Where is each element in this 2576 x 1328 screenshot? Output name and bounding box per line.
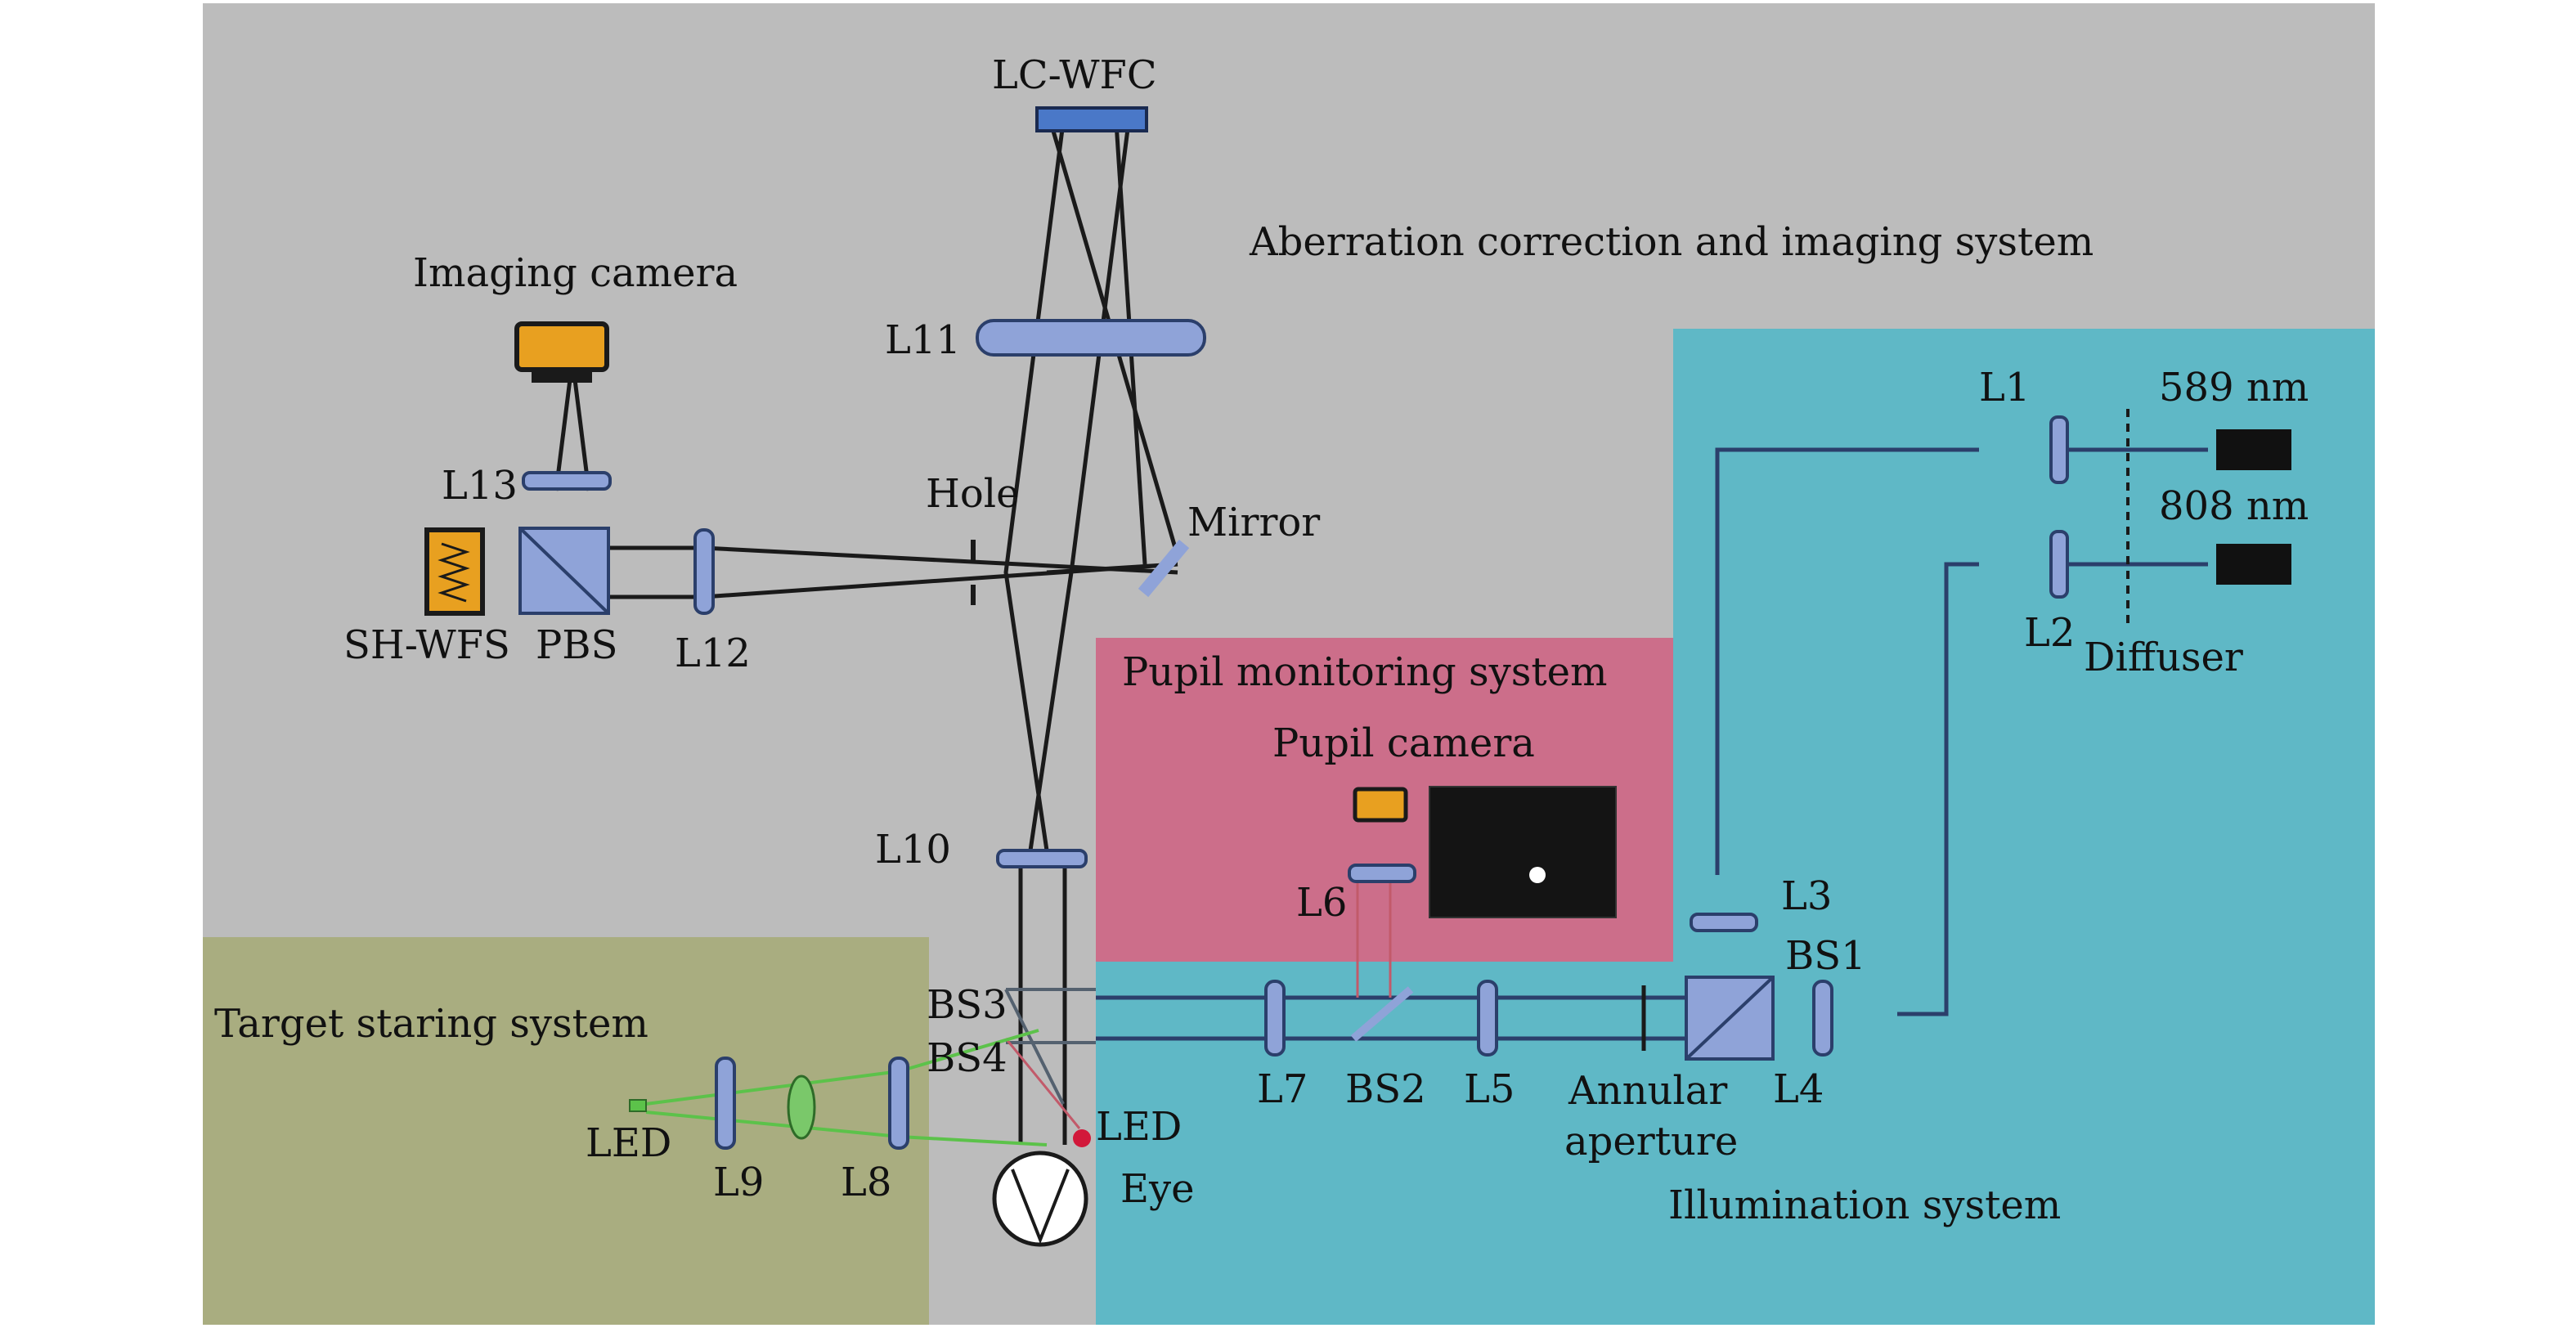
l5-lens <box>1477 980 1498 1057</box>
l8-lens <box>888 1057 909 1150</box>
sh-wfs-lenslets <box>438 542 470 603</box>
led-target-label: LED <box>586 1120 671 1166</box>
l12-label: L12 <box>675 630 751 676</box>
mirror-label: Mirror <box>1187 500 1320 545</box>
led-eye-label: LED <box>1096 1104 1182 1150</box>
illumination-region-lower <box>1096 962 1676 1325</box>
imaging-camera-lens <box>532 370 592 383</box>
hole-label: Hole <box>926 471 1020 517</box>
target-rays <box>645 1029 1048 1146</box>
bs3-label: BS3 <box>927 982 1008 1028</box>
annular-aperture-label-1: Annular <box>1568 1068 1727 1114</box>
pbs-diagonal <box>518 527 610 615</box>
target-system-title: Target staring system <box>214 1001 648 1047</box>
pupil-image-spot <box>1529 867 1546 883</box>
l8-label: L8 <box>841 1160 891 1205</box>
bs2-splitter <box>1350 986 1414 1042</box>
diffuser-label: Diffuser <box>2084 635 2243 680</box>
l3-label: L3 <box>1781 873 1832 919</box>
l1-lens <box>2049 415 2069 484</box>
l6-label: L6 <box>1296 880 1347 926</box>
l2-label: L2 <box>2024 610 2075 656</box>
eye-lens-lines <box>1011 1169 1070 1245</box>
l12-lens <box>693 528 715 615</box>
imaging-camera-label: Imaging camera <box>413 250 738 296</box>
l4-lens <box>1812 980 1833 1057</box>
lc-wfc-element <box>1035 106 1148 132</box>
illumination-system-title: Illumination system <box>1668 1182 2061 1228</box>
l11-lens <box>976 319 1206 357</box>
target-region <box>203 937 929 1325</box>
wl-808-label: 808 nm <box>2159 483 2309 529</box>
l7-lens <box>1264 980 1286 1057</box>
aberration-system-title: Aberration correction and imaging system <box>1249 219 2094 265</box>
l9-lens <box>715 1057 736 1150</box>
l1-label: L1 <box>1979 365 2030 411</box>
l10-lens <box>996 849 1088 868</box>
pbs-label: PBS <box>536 622 617 668</box>
laser-589-source <box>2216 429 2291 470</box>
l3-lens <box>1690 913 1758 932</box>
l9-label: L9 <box>713 1160 764 1205</box>
lc-wfc-label: LC-WFC <box>992 52 1157 98</box>
bs2-label: BS2 <box>1345 1066 1426 1112</box>
l11-label: L11 <box>885 317 961 363</box>
green-lens-element <box>787 1075 816 1140</box>
pupil-camera-label: Pupil camera <box>1272 720 1535 766</box>
pupil-system-title: Pupil monitoring system <box>1122 649 1608 695</box>
led-target-source <box>629 1099 647 1112</box>
l6-lens <box>1348 864 1416 883</box>
led-eye-source <box>1073 1129 1091 1147</box>
bs4-label: BS4 <box>927 1035 1008 1081</box>
annular-aperture-label-2: aperture <box>1564 1119 1738 1164</box>
eye-element <box>992 1151 1088 1247</box>
bs1-diagonal <box>1685 976 1775 1061</box>
laser-808-source <box>2216 544 2291 585</box>
l5-label: L5 <box>1464 1066 1515 1112</box>
l13-label: L13 <box>442 463 518 509</box>
l13-lens <box>522 471 612 491</box>
pupil-camera-body <box>1353 787 1408 823</box>
illumination-region <box>1673 329 2375 1325</box>
bs1-label: BS1 <box>1785 933 1866 979</box>
l2-lens <box>2049 530 2069 599</box>
l4-label: L4 <box>1773 1066 1824 1112</box>
wl-589-label: 589 nm <box>2159 365 2309 411</box>
pupil-image <box>1429 786 1617 918</box>
illumination-beams <box>1004 447 2208 1129</box>
sh-wfs-label: SH-WFS <box>343 622 510 668</box>
l7-label: L7 <box>1257 1066 1308 1112</box>
l10-label: L10 <box>875 827 951 873</box>
mirror-element <box>1138 539 1190 598</box>
imaging-camera-body <box>514 321 609 372</box>
eye-label: Eye <box>1120 1166 1195 1212</box>
